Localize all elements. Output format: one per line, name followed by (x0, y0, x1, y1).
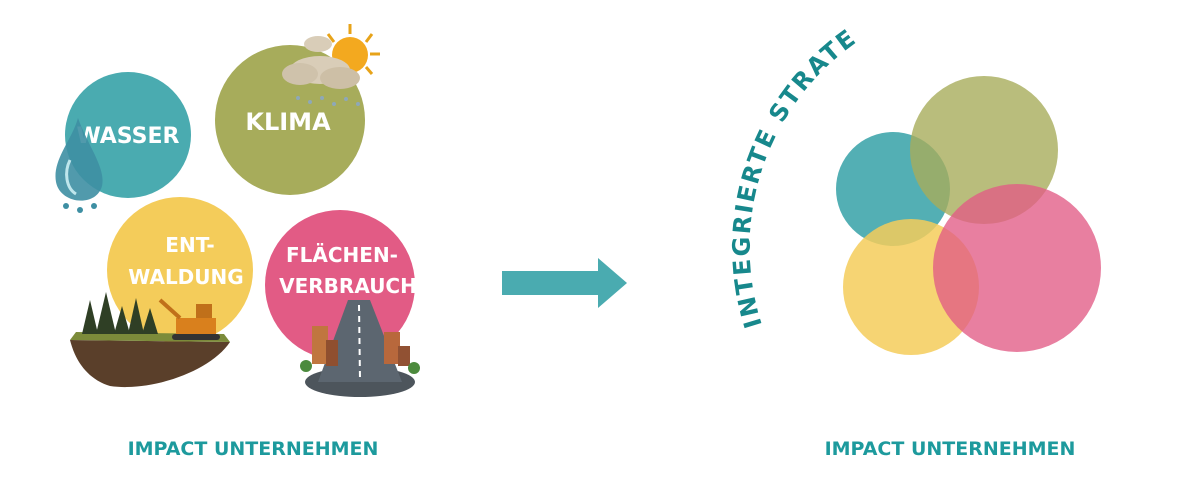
circle-flaechenverbrauch: FLÄCHEN- VERBRAUCH (265, 210, 417, 360)
overlapping-circles-group (836, 76, 1101, 355)
flaechen-label-line1: FLÄCHEN- (286, 243, 398, 267)
wasser-label: WASSER (77, 124, 180, 149)
left-caption: IMPACT UNTERNEHMEN (128, 438, 379, 460)
circle-entwaldung: ENT- WALDUNG (107, 197, 253, 343)
city-road-icon (300, 300, 420, 397)
entwaldung-circle-shape (107, 197, 253, 343)
arrow-right-icon (502, 258, 627, 308)
klima-label: KLIMA (245, 108, 331, 136)
water-drop-icon (55, 118, 103, 213)
sun-cloud-rain-icon (282, 24, 380, 106)
deforestation-island-icon (70, 292, 230, 388)
right-caption: IMPACT UNTERNEHMEN (825, 438, 1076, 460)
entwaldung-label-line2: WALDUNG (128, 265, 243, 289)
overlap-circle-pink (933, 184, 1101, 352)
flaechen-label-line2: VERBRAUCH (279, 274, 417, 298)
entwaldung-label-line1: ENT- (165, 233, 214, 257)
